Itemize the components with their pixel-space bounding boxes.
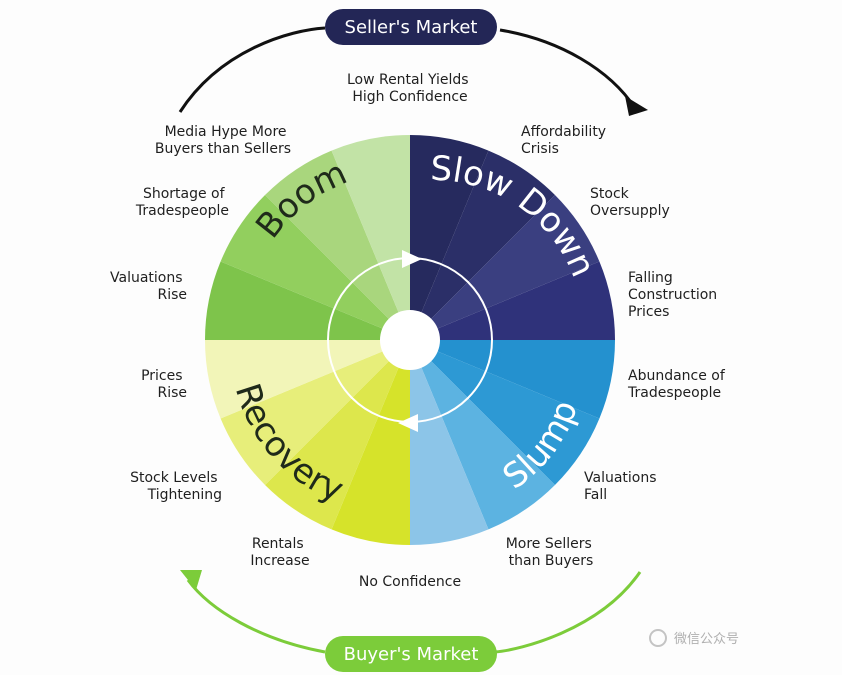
label-rentals-increase: Rentals Increase [250, 536, 309, 569]
wheel-segment [410, 340, 489, 545]
label-valuations-fall: Valuations Fall [584, 470, 661, 503]
bottom-arrow-head-icon [180, 570, 202, 590]
label-shortage-of-tradespeople: Shortage of Tradespeople [135, 186, 229, 219]
label-low-rental-yields: Low Rental Yields High Confidence [347, 72, 473, 105]
wheel-segment [220, 340, 410, 485]
wheel-segment [205, 340, 410, 419]
wheel-segment [410, 135, 489, 340]
buyers-market-badge [325, 636, 497, 672]
wheel-segment [410, 195, 600, 340]
inner-arrow-top-icon [402, 250, 422, 268]
wheel-segment [265, 340, 410, 530]
sellers-market-label: Seller's Market [345, 17, 478, 38]
top-arc-left [178, 26, 326, 113]
wheel-segment [331, 135, 410, 340]
label-valuations-rise: Valuations Rise [110, 270, 187, 303]
label-abundance-of-tradespeople: Abundance of Tradespeople [627, 368, 729, 401]
buyers-market-label: Buyer's Market [344, 644, 479, 665]
wheel-segment [410, 261, 615, 340]
watermark-text: 微信公众号 [674, 632, 739, 647]
wheel-segment [205, 261, 410, 340]
sellers-market-badge [325, 9, 497, 45]
cycle-wheel [205, 135, 615, 545]
wechat-icon [649, 629, 667, 647]
label-media-hype: Media Hype More Buyers than Sellers [155, 124, 291, 157]
wheel-segment [265, 150, 410, 340]
label-affordability-crisis: Affordability Crisis [521, 124, 611, 157]
wheel-segment [410, 340, 555, 530]
center-hub [380, 310, 440, 370]
wheel-segment [410, 150, 555, 340]
inner-arrow-bottom-icon [398, 414, 418, 432]
label-stock-levels-tightening: Stock Levels Tightening [130, 470, 222, 503]
label-more-sellers-than-buyers: More Sellers than Buyers [506, 536, 597, 569]
label-falling-construction-prices: Falling Construction Prices [628, 270, 722, 320]
label-no-confidence: No Confidence [359, 574, 461, 590]
watermark: 微信公众号 [649, 629, 739, 647]
wheel-segment [220, 195, 410, 340]
bottom-arc-right [494, 571, 642, 654]
label-stock-oversupply: Stock Oversupply [590, 186, 670, 219]
label-prices-rise: Prices Rise [141, 368, 187, 401]
top-arrow-head-icon [625, 96, 648, 116]
top-arc-right [499, 28, 637, 109]
wheel-segment [410, 340, 615, 419]
wheel-segment [410, 340, 600, 485]
wheel-segment [331, 340, 410, 545]
bottom-arc-left [186, 579, 326, 654]
